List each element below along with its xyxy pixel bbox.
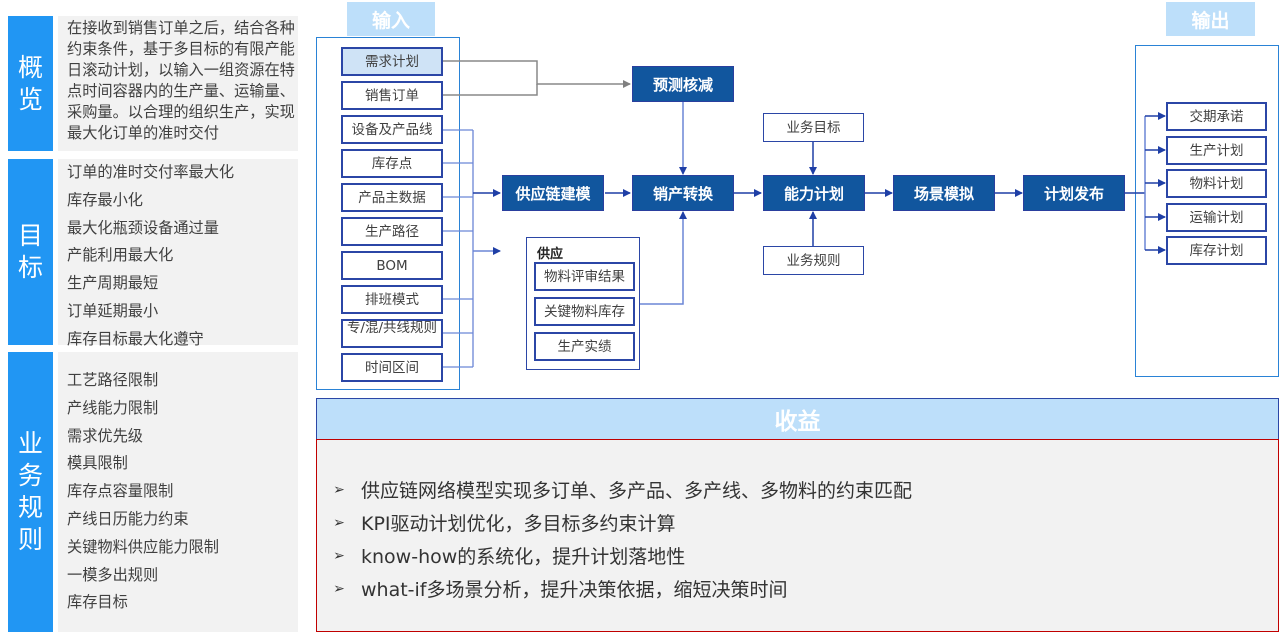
input-routing: 生产路径 — [341, 217, 443, 246]
goal-item: 最大化瓶颈设备通过量 — [67, 218, 219, 237]
arrow-bullet-icon: ➢ — [333, 547, 345, 564]
goal-item: 生产周期最短 — [67, 274, 159, 293]
supply-title: 供应 — [537, 247, 564, 262]
input-header: 输入 — [347, 2, 435, 36]
input-inventory-point: 库存点 — [341, 149, 443, 178]
output-header: 输出 — [1166, 2, 1255, 36]
rule-item: 库存目标 — [67, 593, 128, 612]
benefits-header: 收益 — [316, 398, 1279, 439]
input-sales-order: 销售订单 — [341, 81, 443, 110]
process-sales-production-conversion: 销产转换 — [632, 175, 734, 211]
goals-tag: 目标 — [8, 159, 53, 345]
arrow-bullet-icon: ➢ — [333, 514, 345, 531]
rule-item: 产线能力限制 — [67, 398, 159, 417]
overview-tag: 概览 — [8, 16, 53, 151]
input-shift-mode: 排班模式 — [341, 285, 443, 314]
arrow-bullet-icon: ➢ — [333, 580, 345, 597]
output-inventory-plan: 库存计划 — [1166, 236, 1267, 265]
rules-tag: 业务规则 — [8, 352, 53, 632]
input-demand-plan: 需求计划 — [341, 47, 443, 76]
process-supply-chain-modeling: 供应链建模 — [502, 175, 604, 211]
benefit-item: ➢know-how的系统化，提升计划落地性 — [317, 539, 1278, 572]
rule-item: 库存点容量限制 — [67, 482, 174, 501]
benefit-item: ➢供应链网络模型实现多订单、多产品、多产线、多物料的约束匹配 — [317, 473, 1278, 506]
benefits-panel: ➢供应链网络模型实现多订单、多产品、多产线、多物料的约束匹配 ➢KPI驱动计划优… — [316, 439, 1279, 632]
process-capacity-planning: 能力计划 — [763, 175, 865, 211]
rule-item: 工艺路径限制 — [67, 371, 159, 389]
business-goal-box: 业务目标 — [763, 113, 864, 142]
rule-item: 产线日历能力约束 — [67, 509, 189, 528]
output-production-plan: 生产计划 — [1166, 136, 1267, 165]
order-to-forecast-line — [443, 84, 538, 96]
goals-panel: 订单的准时交付率最大化 库存最小化 最大化瓶颈设备通过量 产能利用最大化 生产周… — [58, 159, 298, 348]
input-time-range: 时间区间 — [341, 353, 443, 382]
input-equipment-line: 设备及产品线 — [341, 115, 443, 144]
overview-text: 在接收到销售订单之后，结合各种约束条件，基于多目标的有限产能日滚动计划，以输入一… — [67, 19, 295, 142]
output-delivery-promise: 交期承诺 — [1166, 102, 1267, 131]
goal-item: 库存目标最大化遵守 — [67, 329, 204, 348]
arrow-bullet-icon: ➢ — [333, 481, 345, 498]
overview-panel: 在接收到销售订单之后，结合各种约束条件，基于多目标的有限产能日滚动计划，以输入一… — [58, 16, 298, 151]
rule-item: 一模多出规则 — [67, 565, 159, 584]
supply-production-actual: 生产实绩 — [534, 332, 635, 361]
process-scenario-simulation: 场景模拟 — [893, 175, 995, 211]
goal-item: 产能利用最大化 — [67, 246, 174, 265]
supply-material-review: 物料评审结果 — [534, 262, 635, 291]
rule-item: 需求优先级 — [67, 426, 143, 445]
business-rule-box: 业务规则 — [763, 246, 864, 275]
rules-panel: 工艺路径限制 产线能力限制 需求优先级 模具限制 库存点容量限制 产线日历能力约… — [58, 352, 298, 632]
process-forecast-netting: 预测核减 — [632, 66, 734, 102]
input-bom: BOM — [341, 251, 443, 280]
goal-item: 库存最小化 — [67, 190, 143, 209]
rule-item: 关键物料供应能力限制 — [67, 537, 219, 556]
supply-key-material-stock: 关键物料库存 — [534, 297, 635, 326]
benefit-item: ➢what-if多场景分析，提升决策依据，缩短决策时间 — [317, 572, 1278, 605]
process-plan-publish: 计划发布 — [1023, 175, 1125, 211]
goal-item: 订单延期最小 — [67, 301, 159, 320]
output-transport-plan: 运输计划 — [1166, 203, 1267, 232]
input-product-master: 产品主数据 — [341, 183, 443, 212]
output-material-plan: 物料计划 — [1166, 169, 1267, 198]
rule-item: 模具限制 — [67, 454, 128, 473]
demand-to-forecast-line — [443, 60, 631, 88]
input-line-rules: 专/混/共线规则 — [341, 319, 443, 348]
benefit-item: ➢KPI驱动计划优化，多目标多约束计算 — [317, 506, 1278, 539]
goal-item: 订单的准时交付率最大化 — [67, 163, 235, 181]
